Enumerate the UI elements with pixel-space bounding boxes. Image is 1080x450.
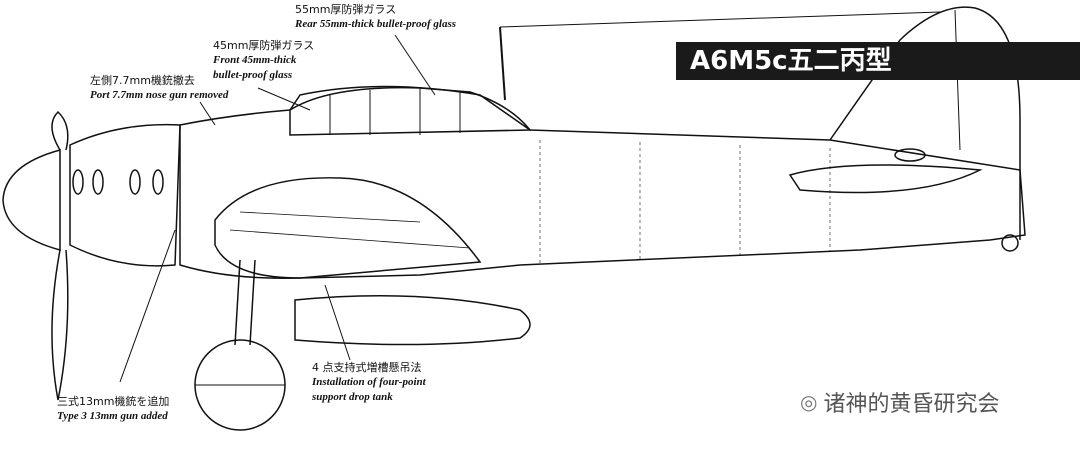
tail-wheel [1001, 234, 1019, 252]
annotation-jp: 左側7.7mm機銃撤去 [90, 74, 195, 87]
watermark: ◎ 诸神的黄昏研究会 [800, 386, 999, 418]
annotation-jp: 55mm厚防弾ガラス [295, 3, 397, 16]
annotation-rear-glass: 55mm厚防弾ガラス Rear 55mm-thick bullet-proof … [295, 2, 456, 32]
fuselage [179, 85, 1026, 279]
annotation-front-glass: 45mm厚防弾ガラス Front 45mm-thick bullet-proof… [213, 38, 314, 83]
propeller [51, 110, 69, 401]
annotation-en-2: support drop tank [312, 391, 393, 403]
annotation-jp: 4 点支持式増槽懸吊法 [312, 361, 422, 374]
watermark-text: 诸神的黄昏研究会 [823, 392, 1000, 417]
aircraft-title: A6M5c五二丙型 [690, 45, 898, 77]
wechat-icon: ◎ [800, 390, 818, 414]
spinner [2, 149, 61, 251]
annotation-drop-tank: 4 点支持式増槽懸吊法 Installation of four-point s… [312, 360, 426, 405]
annotation-en: Rear 55mm-thick bullet-proof glass [295, 18, 457, 30]
engine-cowling [69, 123, 181, 267]
horizontal-stabilizer [788, 164, 983, 194]
tail-fin [829, 6, 1021, 240]
annotation-en: Type 3 13mm gun added [57, 410, 168, 422]
antenna-mast [499, 26, 506, 101]
antenna-wire [499, 11, 941, 28]
drop-tank [294, 295, 531, 346]
annotation-en-2: bullet-proof glass [213, 69, 293, 81]
annotation-en: Front 45mm-thick [213, 54, 297, 66]
landing-gear-strut [234, 259, 256, 346]
annotation-port-gun: 左側7.7mm機銃撤去 Port 7.7mm nose gun removed [90, 73, 228, 103]
wing [214, 177, 482, 279]
annotation-en: Installation of four-point [312, 376, 426, 388]
annotation-type3-gun: 三式13mm機銃を追加 Type 3 13mm gun added [57, 394, 169, 424]
annotation-jp: 45mm厚防弾ガラス [213, 39, 315, 52]
annotation-jp: 三式13mm機銃を追加 [57, 395, 170, 408]
annotation-en: Port 7.7mm nose gun removed [90, 89, 229, 101]
canopy [289, 86, 532, 136]
